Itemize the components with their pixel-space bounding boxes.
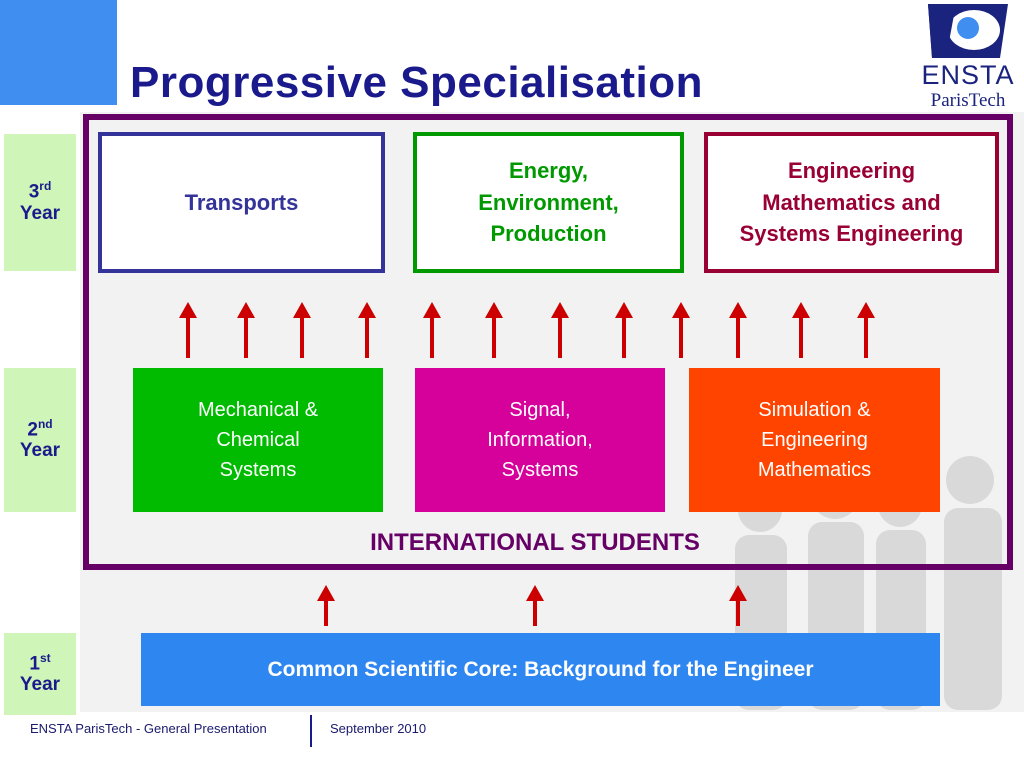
- track-simulation: Simulation & Engineering Mathematics: [689, 368, 940, 512]
- specialisation-energy: Energy, Environment, Production: [413, 132, 684, 273]
- year-1-label: 1st Year: [4, 633, 76, 715]
- footer-date: September 2010: [330, 721, 427, 736]
- year-3-label: 3rd Year: [4, 134, 76, 271]
- specialisation-transports: Transports: [98, 132, 385, 273]
- logo-main-text: ENSTA: [921, 60, 1015, 90]
- logo-sub-text: ParisTech: [930, 90, 1006, 111]
- track-signal-information: Signal, Information, Systems: [415, 368, 665, 512]
- footer-presentation-label: ENSTA ParisTech - General Presentation: [30, 721, 267, 736]
- corner-accent-square: [0, 0, 117, 105]
- ensta-logo-icon: [928, 4, 1008, 58]
- page-title: Progressive Specialisation: [130, 58, 704, 107]
- common-core-label: Common Scientific Core: Background for t…: [267, 657, 814, 681]
- international-students-label: INTERNATIONAL STUDENTS: [370, 529, 700, 556]
- common-core-box: Common Scientific Core: Background for t…: [141, 633, 940, 706]
- track-mechanical-chemical: Mechanical & Chemical Systems: [133, 368, 383, 512]
- international-frame: [83, 114, 1013, 570]
- year-2-label: 2nd Year: [4, 368, 76, 512]
- footer-divider: [310, 715, 312, 747]
- specialisation-engineering-mathematics: Engineering Mathematics and Systems Engi…: [704, 132, 999, 273]
- logo-text: ENSTA ParisTech: [920, 60, 1016, 111]
